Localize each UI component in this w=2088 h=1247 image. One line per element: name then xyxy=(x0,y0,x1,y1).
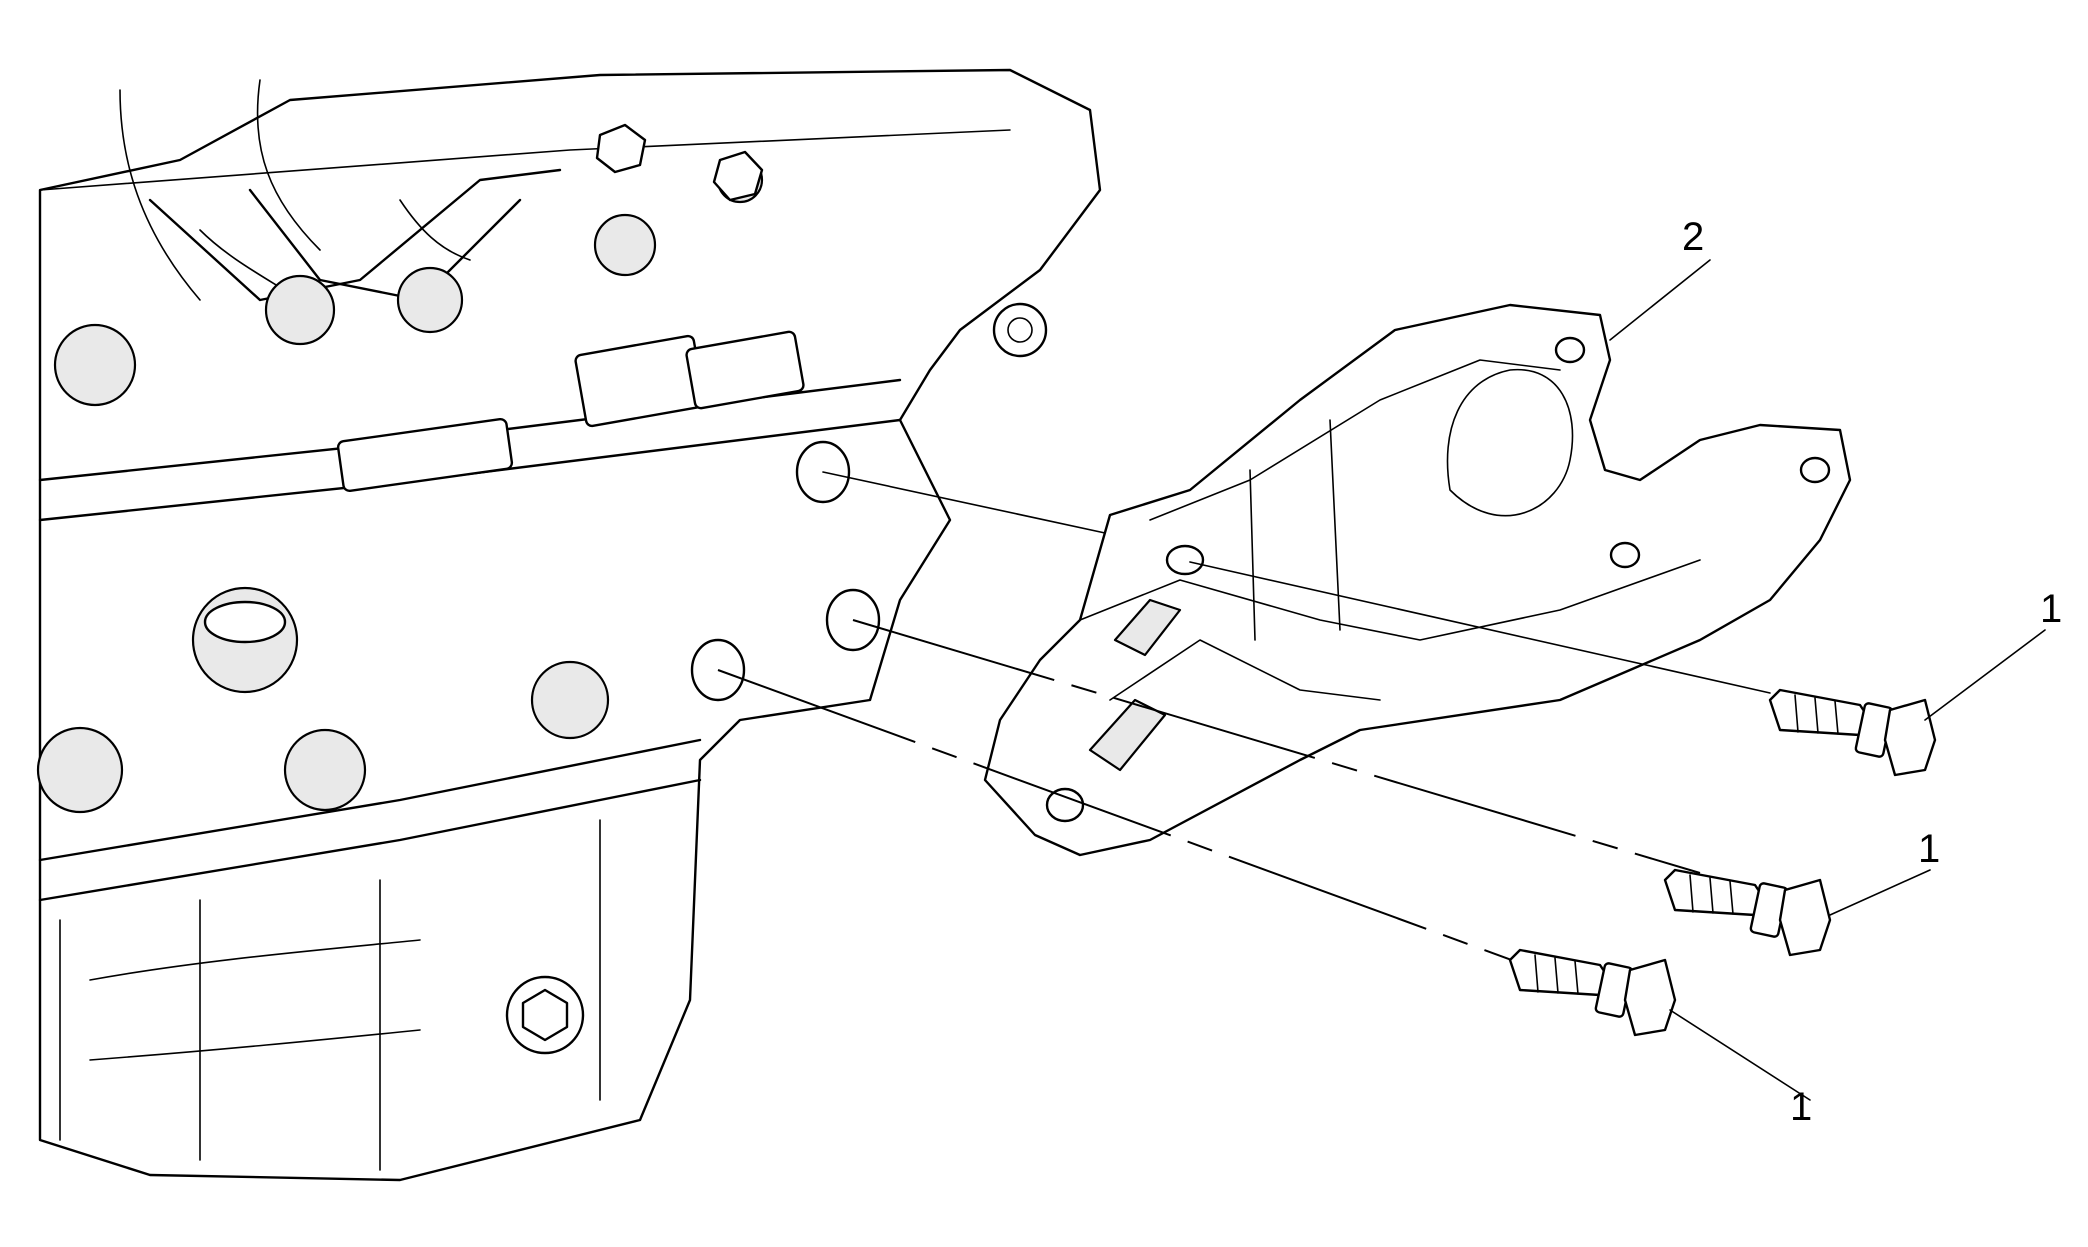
callout-bracket: 2 xyxy=(1682,215,1704,259)
callout-bolt-top: 1 xyxy=(2040,587,2062,631)
alignment-lines xyxy=(717,471,1771,986)
engine-block xyxy=(36,68,1102,1182)
bolt-middle xyxy=(1663,868,1832,957)
callout-bolt-middle: 1 xyxy=(1918,827,1940,871)
callout-leaders xyxy=(1609,259,2046,1101)
bolt-bottom xyxy=(1508,948,1677,1037)
callout-bolt-bottom: 1 xyxy=(1790,1085,1812,1129)
bolt-top xyxy=(1768,688,1937,777)
bracket xyxy=(983,303,1852,857)
